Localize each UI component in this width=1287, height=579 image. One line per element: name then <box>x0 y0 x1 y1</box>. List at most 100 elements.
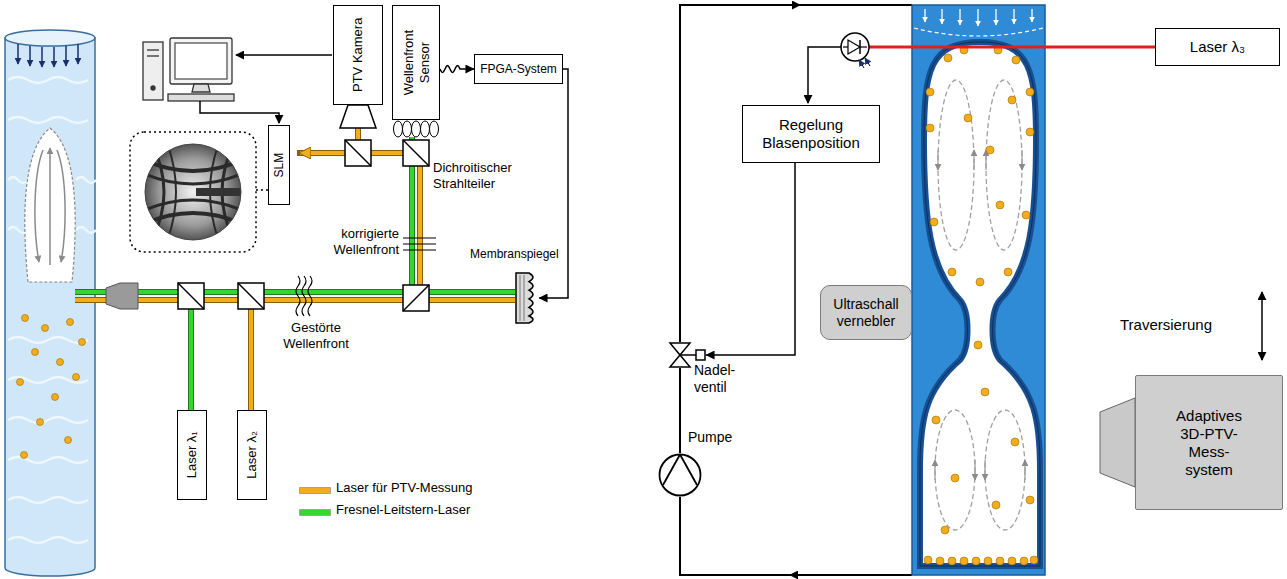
bubble-column <box>977 9 978 26</box>
flow-loop <box>680 5 800 342</box>
lenslet-array <box>430 121 439 137</box>
water-column <box>65 46 67 66</box>
bubble-column <box>1011 438 1019 446</box>
lenslet-array <box>412 121 421 137</box>
bubble-column <box>934 460 935 480</box>
signal-line <box>200 101 279 123</box>
water-column <box>17 315 86 459</box>
beam-splitter <box>178 283 204 309</box>
connector-arrow <box>539 69 568 298</box>
legend-label: Fresnel-Leitstern-Laser <box>336 502 470 518</box>
node-label: Laser λ₃ <box>1190 38 1245 56</box>
bubble-column <box>941 9 942 24</box>
bubble-column <box>937 150 938 170</box>
hologram-inset <box>145 144 241 240</box>
hologram-inset <box>256 189 268 191</box>
node-label: Adaptives 3D-PTV- Mess- system <box>1167 407 1251 479</box>
bubble-column <box>948 557 956 565</box>
wavefront-symbol <box>403 237 436 238</box>
water-column <box>41 47 43 67</box>
water-column <box>79 339 86 346</box>
legend-swatch <box>300 510 330 515</box>
computer-icon <box>151 86 155 90</box>
computer-icon <box>147 55 159 56</box>
node-label: Laser λ₂ <box>244 416 260 494</box>
pump-symbol-shape <box>658 453 702 497</box>
bubble-column <box>924 556 932 564</box>
objective-lens <box>106 283 138 309</box>
water-column <box>76 177 96 183</box>
bubble-column <box>926 124 934 132</box>
hologram-inset <box>140 213 246 226</box>
laser-box: Laser λ₁ <box>177 410 207 500</box>
water-column <box>21 452 28 459</box>
node-label: SLM <box>272 131 286 199</box>
photodiode-symbol <box>859 60 864 68</box>
computer-icon <box>143 42 163 100</box>
bubble-column <box>944 54 952 62</box>
bubble-column <box>964 114 972 122</box>
bubble-column <box>996 557 1004 565</box>
lenslet-array <box>394 121 439 137</box>
lenslet-array <box>421 121 430 137</box>
water-column <box>8 337 88 343</box>
laser-beam <box>248 300 254 410</box>
beam-splitter <box>403 285 429 311</box>
water-column <box>77 44 79 64</box>
signal-line <box>1261 292 1263 360</box>
water-column <box>8 417 88 423</box>
signal-line <box>236 54 332 56</box>
node-label: Pumpe <box>688 429 732 446</box>
bubble-column <box>924 9 925 22</box>
bubble-column <box>924 46 1038 565</box>
bubble-column <box>1026 128 1034 136</box>
bubble-column <box>985 150 986 170</box>
computer-icon <box>143 38 234 101</box>
bubble-column <box>985 410 1025 530</box>
water-column <box>52 394 59 401</box>
annotation-text: Traversierung <box>1120 316 1230 334</box>
bubble-column <box>1030 556 1038 564</box>
bubble-column <box>1021 150 1022 170</box>
bubble-column <box>976 278 984 286</box>
bubble-column <box>920 42 1040 566</box>
laser-beam <box>75 137 515 410</box>
water-column <box>8 177 28 183</box>
beam-splitter <box>403 140 429 166</box>
water-column <box>17 44 19 64</box>
node-label: FPGA-System <box>480 62 557 76</box>
water-column <box>18 44 78 67</box>
photodiode-symbol <box>848 40 860 54</box>
bubble-column <box>936 557 944 565</box>
bubble-column <box>1024 460 1025 480</box>
beam-splitter <box>238 283 264 309</box>
bubble-column <box>930 218 938 226</box>
bubble-column <box>912 5 1045 575</box>
camera-head <box>1100 398 1135 487</box>
bubble-column <box>1026 496 1034 504</box>
water-column <box>49 148 51 265</box>
laser-beam <box>869 46 1155 49</box>
bubble-column <box>1008 96 1016 104</box>
bubble-column <box>1020 557 1028 565</box>
flow-loop <box>790 574 912 576</box>
lenslet-array <box>403 121 412 137</box>
photodiode-symbol <box>841 33 870 68</box>
water-column <box>76 227 96 233</box>
water-column <box>22 315 29 322</box>
water-column <box>8 77 88 83</box>
water-column <box>5 38 95 576</box>
bubble-column <box>920 42 1040 566</box>
legend-text: Laser für PTV-Messung <box>336 480 473 496</box>
laser-beam <box>75 297 515 303</box>
bubble-column <box>926 88 934 96</box>
bubble-column <box>941 526 949 534</box>
photodiode-symbol <box>865 58 870 66</box>
bubble-column <box>974 341 982 349</box>
wavefront-sensor-box: Wellenfront Sensor <box>392 5 440 120</box>
hologram-inset <box>130 132 256 252</box>
water-column <box>29 46 31 66</box>
connector-arrow <box>440 66 474 73</box>
node-label: Regelung Blasenposition <box>750 116 872 152</box>
bubble-column <box>1004 268 1012 276</box>
